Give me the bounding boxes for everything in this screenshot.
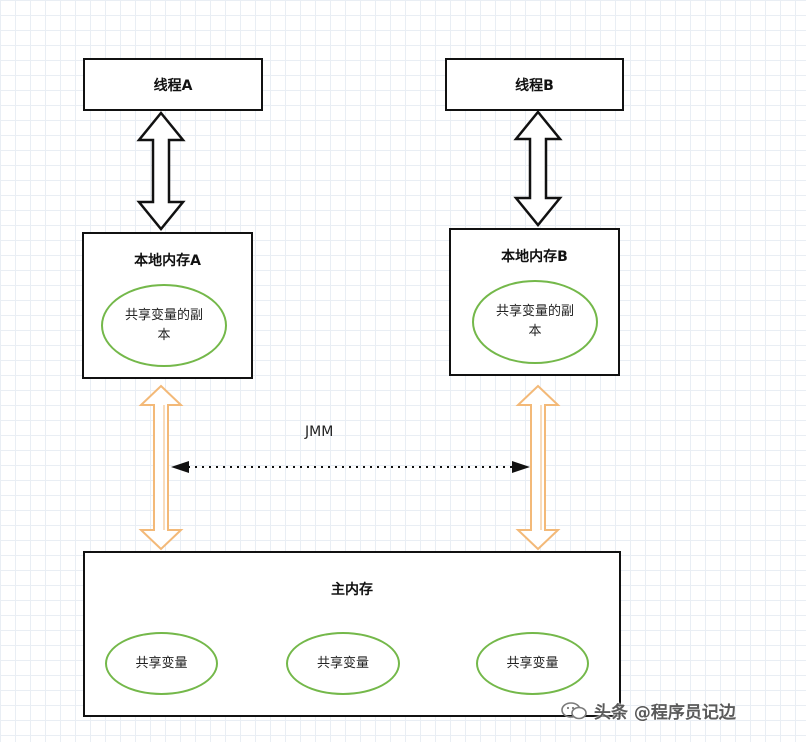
local-memory-b-label: 本地内存B [501, 249, 568, 265]
double-arrow-local-b-main [515, 384, 561, 551]
local-memory-a-copy-label: 共享变量的副本 [124, 307, 203, 343]
thread-b-label: 线程B [515, 78, 554, 94]
local-memory-b-copy: 共享变量的副本 [472, 280, 598, 364]
shared-variable-2: 共享变量 [286, 632, 400, 695]
shared-variable-label: 共享变量 [506, 655, 559, 671]
jmm-arrowhead-right [512, 461, 530, 473]
main-memory-label: 主内存 [331, 582, 373, 598]
double-arrow-thread-b [513, 110, 563, 227]
jmm-label: JMM [305, 424, 334, 440]
watermark-text: 头条 @程序员记边 [594, 703, 736, 723]
double-arrow-thread-a [136, 111, 186, 231]
shared-variable-label: 共享变量 [316, 655, 369, 671]
double-arrow-local-a-main [138, 384, 184, 551]
local-memory-a-copy: 共享变量的副本 [101, 284, 227, 367]
watermark: 头条 @程序员记边 [560, 698, 736, 723]
thread-a-box: 线程A [83, 58, 263, 111]
local-memory-a-label: 本地内存A [134, 253, 201, 269]
jmm-arrowhead-left [171, 461, 189, 473]
thread-a-label: 线程A [153, 78, 193, 94]
local-memory-b-copy-label: 共享变量的副本 [495, 304, 574, 339]
shared-variable-1: 共享变量 [105, 632, 218, 695]
shared-variable-3: 共享变量 [476, 632, 589, 695]
thread-b-box: 线程B [445, 58, 624, 111]
wechat-icon [561, 701, 587, 719]
shared-variable-label: 共享变量 [135, 655, 188, 671]
